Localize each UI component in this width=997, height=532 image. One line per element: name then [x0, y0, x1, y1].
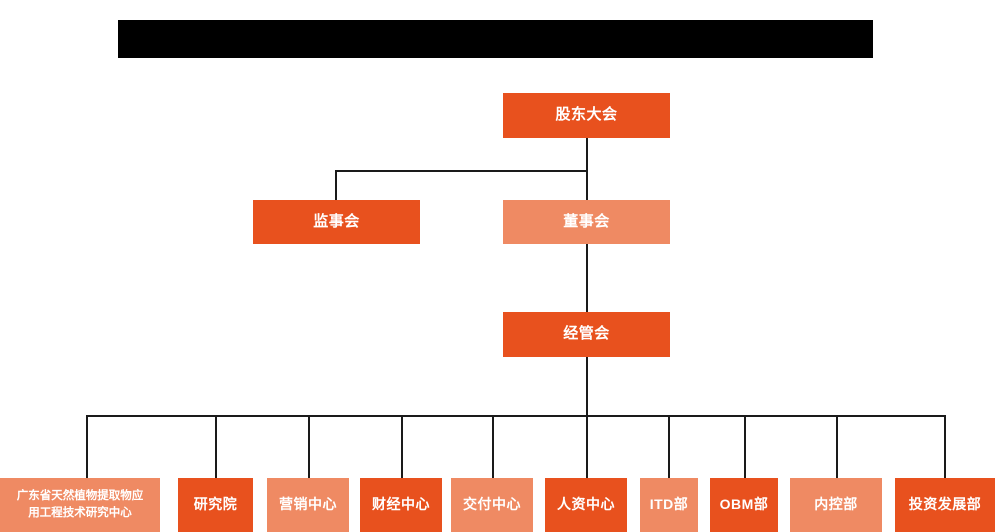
connector-drop-dept-1 — [86, 415, 88, 478]
connector-shareholders-to-junction — [586, 138, 588, 171]
node-dept-obm[interactable]: OBM部 — [710, 478, 778, 532]
connector-drop-dept-2 — [215, 415, 217, 478]
connector-drop-dept-4 — [401, 415, 403, 478]
node-dept-research-institute[interactable]: 研究院 — [178, 478, 253, 532]
connector-drop-dept-10 — [944, 415, 946, 478]
node-dept-marketing-center[interactable]: 营销中心 — [267, 478, 349, 532]
node-dept-delivery-center[interactable]: 交付中心 — [451, 478, 533, 532]
connector-drop-supervisors — [335, 170, 337, 201]
connector-management-to-bus — [586, 357, 588, 416]
node-management-committee[interactable]: 经管会 — [503, 312, 670, 357]
connector-drop-dept-6 — [586, 415, 588, 478]
connector-drop-dept-3 — [308, 415, 310, 478]
redacted-title-bar — [118, 20, 873, 58]
connector-drop-directors — [586, 170, 588, 201]
node-board-of-supervisors[interactable]: 监事会 — [253, 200, 420, 244]
connector-horizontal-supervisors — [335, 170, 587, 172]
node-board-of-directors[interactable]: 董事会 — [503, 200, 670, 244]
connector-drop-dept-8 — [744, 415, 746, 478]
connector-drop-dept-9 — [836, 415, 838, 478]
connector-drop-dept-7 — [668, 415, 670, 478]
dept-label-line-2: 用工程技术研究中心 — [28, 507, 132, 519]
node-shareholders-meeting[interactable]: 股东大会 — [503, 93, 670, 138]
connector-department-bus — [86, 415, 944, 417]
node-dept-hr-center[interactable]: 人资中心 — [545, 478, 627, 532]
node-dept-internal-control[interactable]: 内控部 — [790, 478, 882, 532]
node-dept-finance-center[interactable]: 财经中心 — [360, 478, 442, 532]
node-dept-guangdong-research-center[interactable]: 广东省天然植物提取物应 用工程技术研究中心 — [0, 478, 160, 532]
node-dept-investment-development[interactable]: 投资发展部 — [895, 478, 995, 532]
node-dept-itd[interactable]: ITD部 — [640, 478, 698, 532]
connector-drop-dept-5 — [492, 415, 494, 478]
dept-label-line-1: 广东省天然植物提取物应 — [16, 490, 144, 503]
connector-directors-to-management — [586, 243, 588, 312]
